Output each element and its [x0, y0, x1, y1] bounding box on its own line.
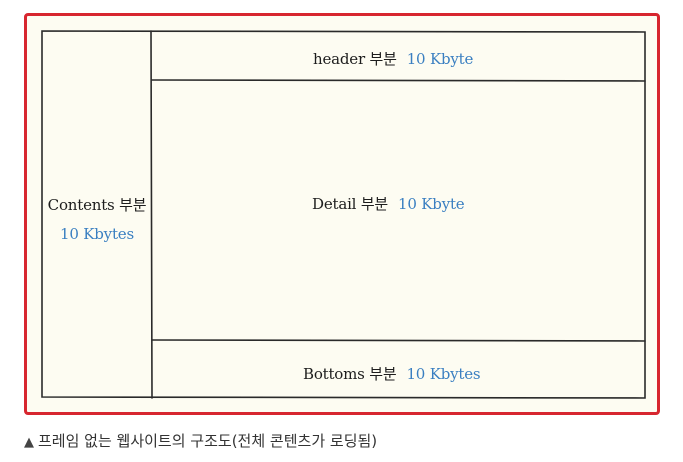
bottoms-region: Bottoms 부분 10 Kbytes — [303, 363, 481, 384]
contents-divider-line — [150, 30, 153, 399]
header-name: header 부분 — [313, 50, 397, 68]
bottoms-name: Bottoms 부분 — [303, 365, 397, 383]
contents-size: 10 Kbytes — [60, 225, 134, 243]
header-region: header 부분 10 Kbyte — [313, 48, 473, 69]
bottoms-size: 10 Kbytes — [406, 365, 481, 383]
header-divider-line — [151, 79, 646, 82]
detail-region: Detail 부분 10 Kbyte — [312, 193, 465, 214]
contents-name: Contents 부분 — [47, 196, 147, 214]
sketch-lines — [41, 30, 646, 399]
header-size: 10 Kbyte — [406, 50, 474, 68]
caption-text: 프레임 없는 웹사이트의 구조도(전체 콘텐츠가 로딩됨) — [38, 432, 378, 450]
outer-box-line — [41, 30, 646, 399]
detail-name: Detail 부분 — [312, 195, 389, 213]
detail-size: 10 Kbyte — [398, 195, 465, 213]
triangle-icon: ▲ — [24, 435, 34, 450]
contents-region: Contents 부분 10 Kbytes — [47, 194, 147, 243]
bottoms-divider-line — [151, 339, 646, 342]
figure-caption: ▲ 프레임 없는 웹사이트의 구조도(전체 콘텐츠가 로딩됨) — [24, 430, 377, 451]
